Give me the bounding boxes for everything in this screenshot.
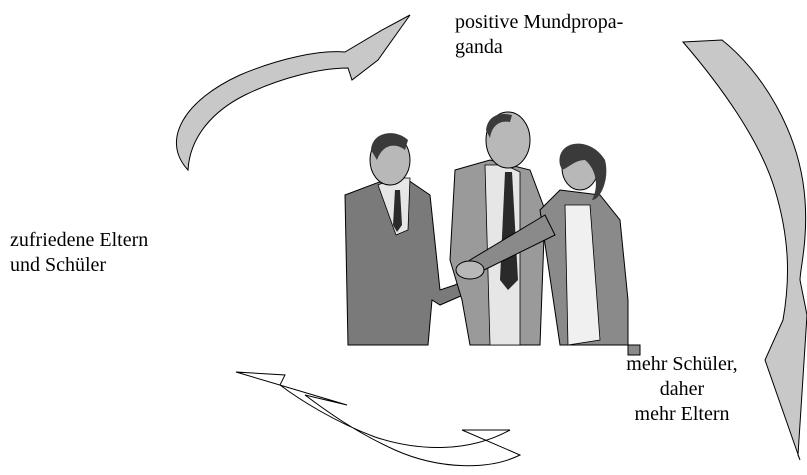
label-line: positive Mundpropa- <box>455 11 624 33</box>
curved-arrow-icon <box>176 14 411 172</box>
curved-arrow-icon <box>235 371 522 467</box>
label-line: und Schüler <box>10 254 107 276</box>
curved-arrow-icon <box>681 39 807 461</box>
label-satisfied-parents-students: zufriedene Eltern und Schüler <box>10 228 148 278</box>
label-line: daher <box>659 378 705 400</box>
label-positive-word-of-mouth: positive Mundpropa- ganda <box>455 10 623 60</box>
handshake-people-clipart-icon <box>344 111 641 356</box>
label-more-students-parents: mehr Schüler, daher mehr Eltern <box>598 352 766 427</box>
label-line: zufriedene Eltern <box>10 229 149 251</box>
label-line: ganda <box>455 36 503 58</box>
label-line: mehr Schüler, <box>626 353 738 375</box>
label-line: mehr Eltern <box>634 403 730 425</box>
